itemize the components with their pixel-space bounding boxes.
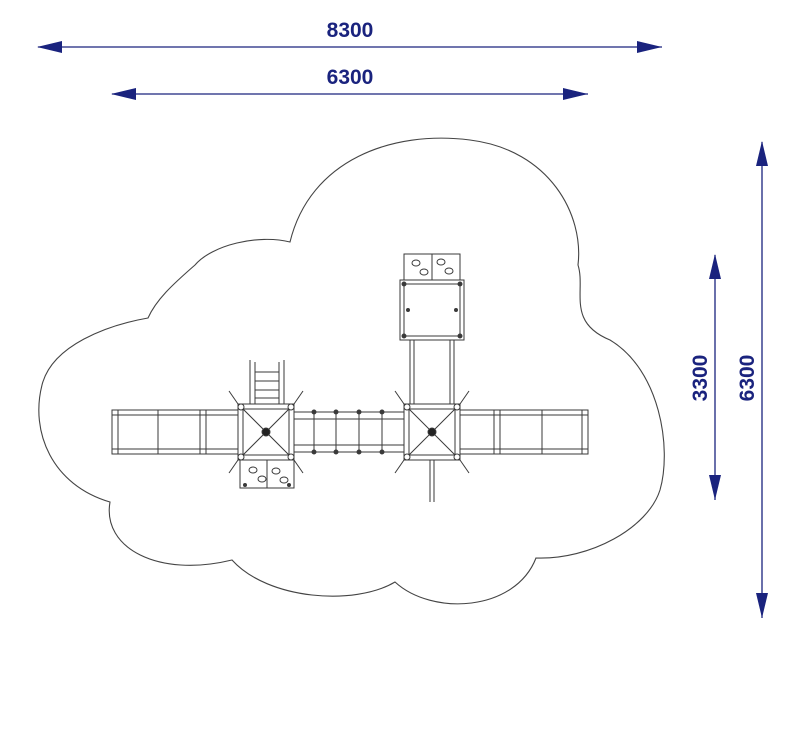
safety-zone-outline <box>38 137 665 605</box>
left-climbing-wall <box>239 459 295 489</box>
dimension-structure-depth: 3300 <box>689 254 721 500</box>
upper-climbing-wall <box>403 253 461 281</box>
dimension-label-structure-width: 6300 <box>327 66 374 89</box>
left-slide <box>111 409 241 455</box>
dimension-label-structure-depth: 3300 <box>689 355 712 402</box>
dimension-overall-width: 8300 <box>37 19 662 53</box>
dimension-label-overall-width: 8300 <box>327 19 374 42</box>
rope-bridge <box>293 409 405 455</box>
playground-structure <box>111 253 589 502</box>
right-slide <box>459 409 589 455</box>
dimension-structure-width: 6300 <box>111 66 588 100</box>
dimension-overall-depth: 6300 <box>736 141 768 618</box>
upper-walkway <box>409 339 455 405</box>
dimension-label-overall-depth: 6300 <box>736 355 759 402</box>
left-ladder <box>249 360 285 404</box>
upper-platform <box>399 279 465 341</box>
right-tower <box>394 390 470 502</box>
